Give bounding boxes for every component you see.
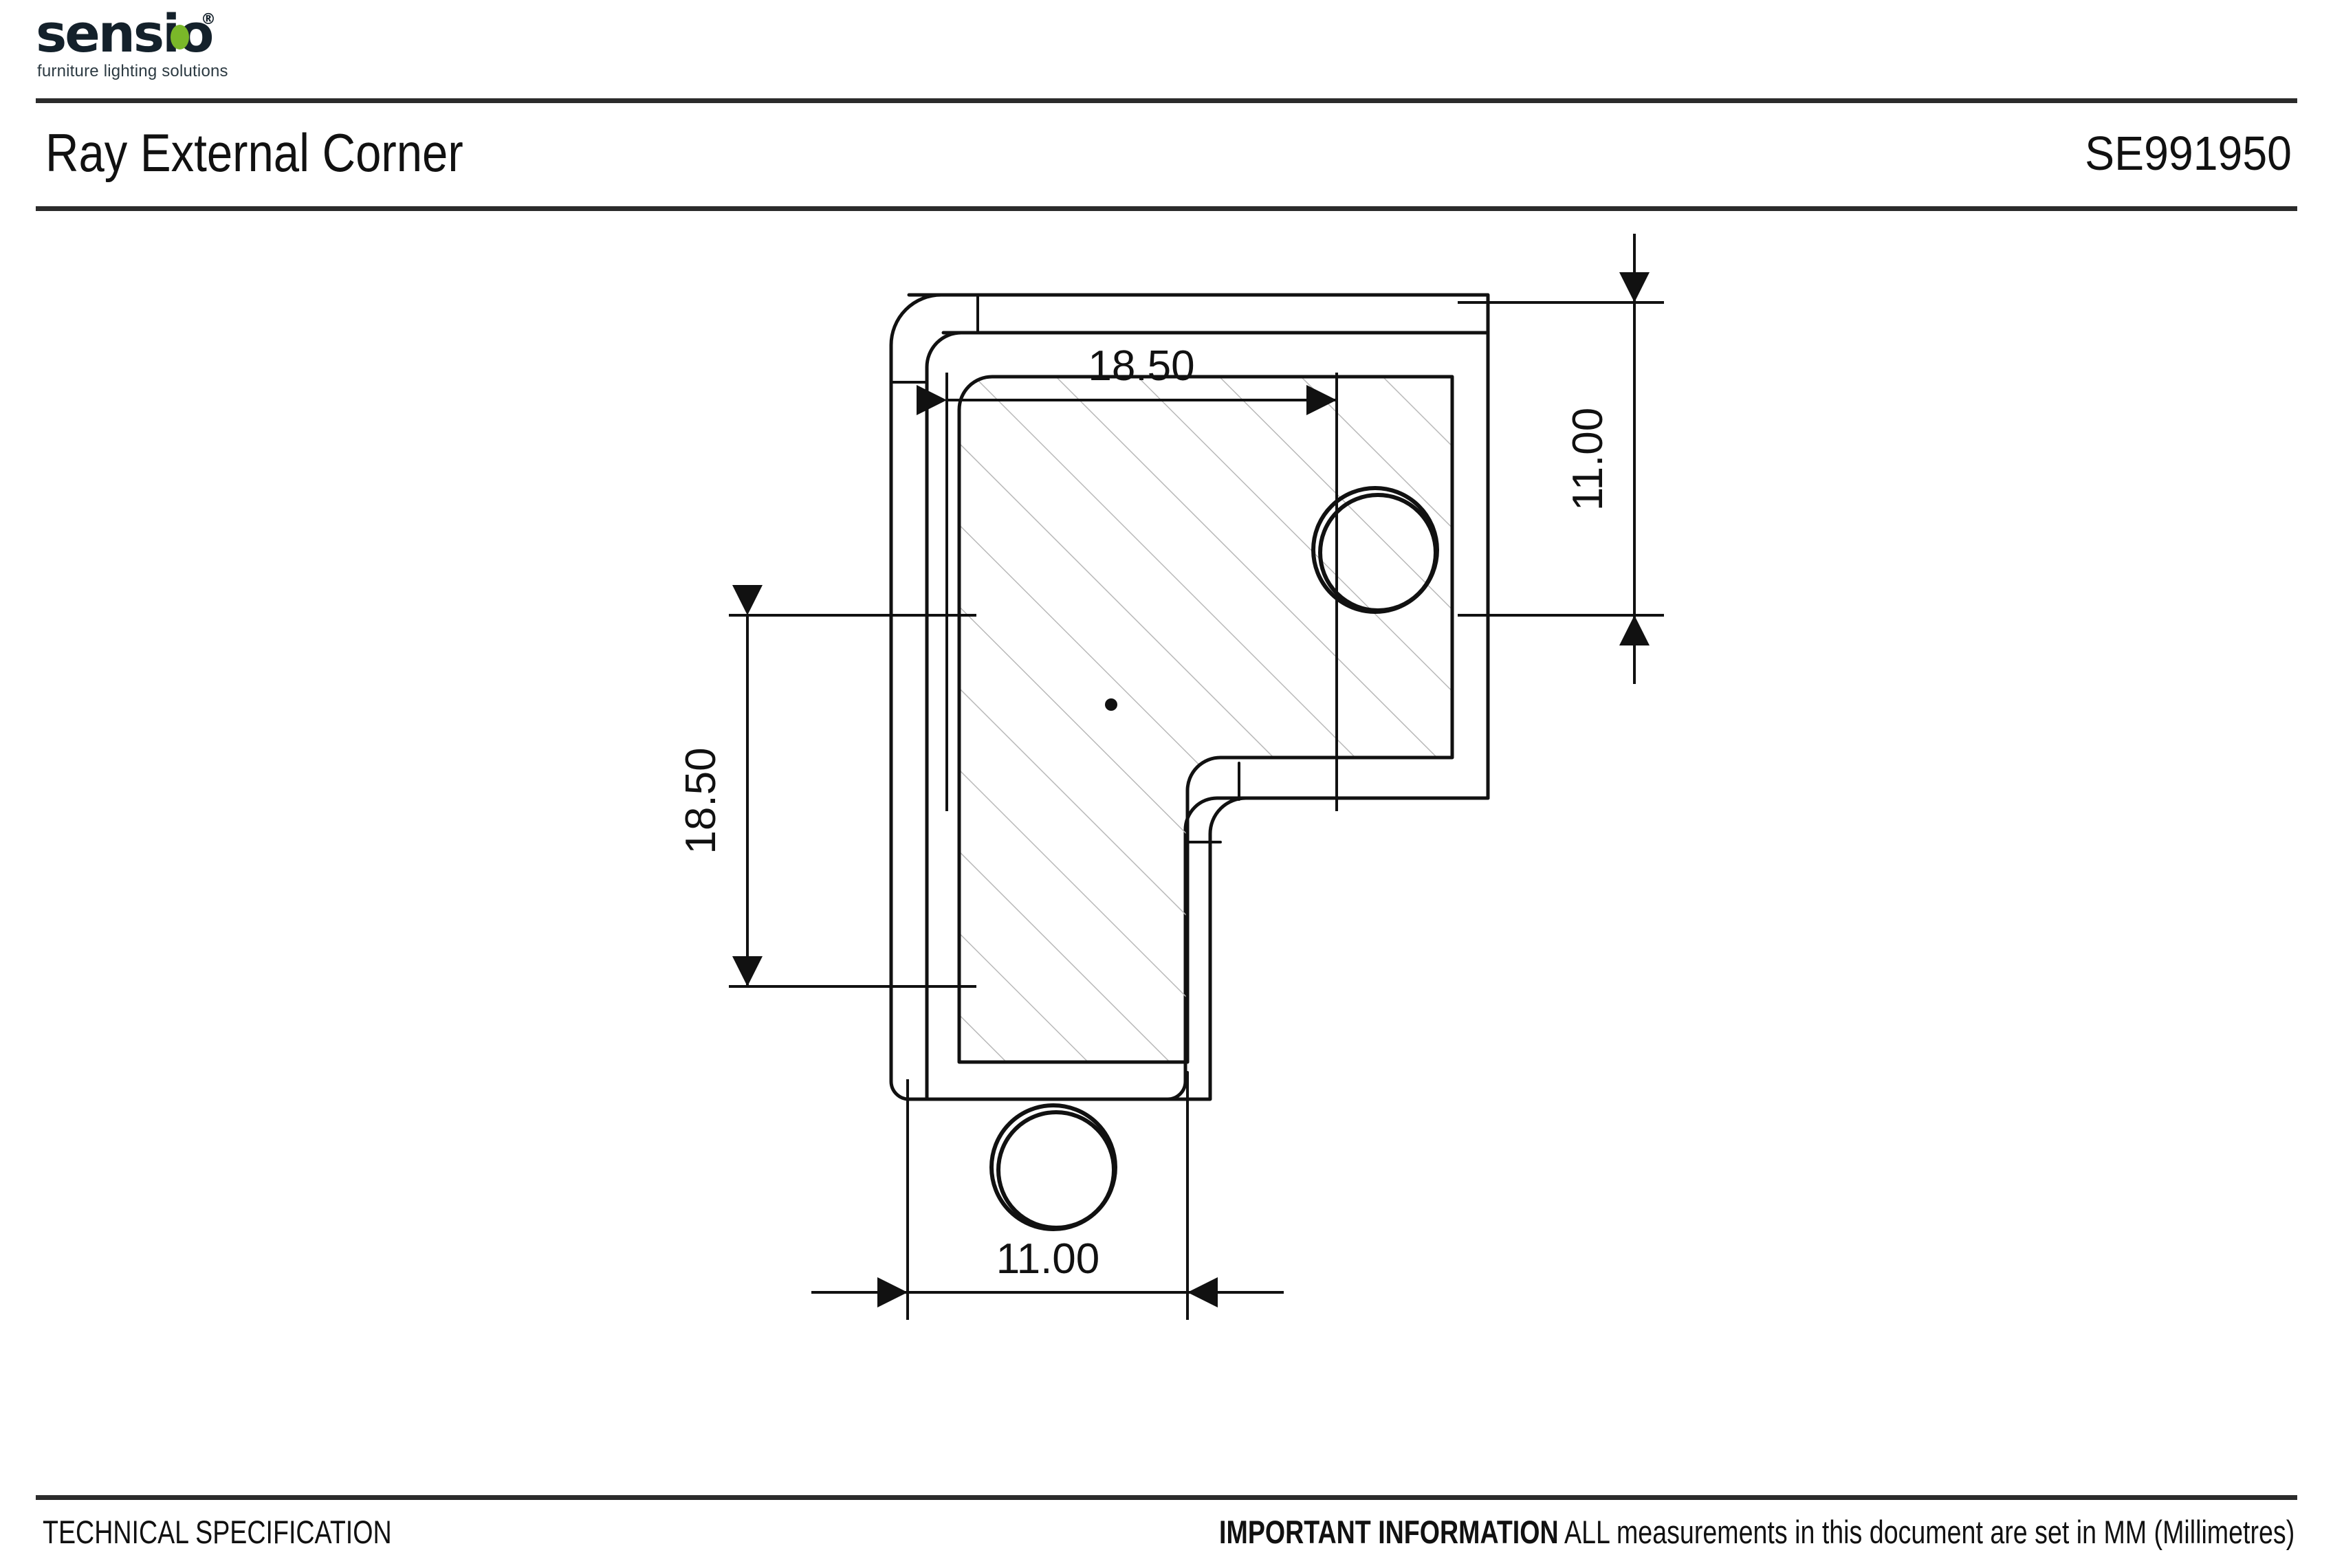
header-rule-top — [36, 98, 2297, 103]
footer-important-note: IMPORTANT INFORMATION ALL measurements i… — [1219, 1513, 2294, 1551]
dimension-label-left: 18.50 — [677, 747, 725, 854]
dimension-right-height — [1458, 234, 1664, 684]
section-region — [959, 377, 1452, 1062]
product-code: SE991950 — [2085, 126, 2292, 180]
registered-trademark-icon: ® — [201, 11, 216, 28]
footer: TECHNICAL SPECIFICATION IMPORTANT INFORM… — [36, 1509, 2297, 1557]
section-region-outline — [957, 375, 1454, 1064]
brand-tagline: furniture lighting solutions — [37, 62, 228, 80]
bore-holes-group — [989, 486, 1439, 1231]
wall-profile — [925, 331, 1490, 1101]
dimension-left-height — [729, 585, 976, 988]
dimension-label-right: 11.00 — [1564, 408, 1612, 511]
hole-lower-left — [989, 1103, 1117, 1231]
footer-important-text: ALL measurements in this document are se… — [1558, 1514, 2294, 1550]
hole-upper-right — [1311, 486, 1439, 614]
centre-mark-icon — [1105, 698, 1117, 711]
dimension-label-top: 18.50 — [1088, 342, 1194, 390]
brand-green-dot-icon — [171, 25, 189, 49]
brand-logo: sensio ® furniture lighting solutions — [36, 7, 263, 82]
dimension-label-bottom: 11.00 — [996, 1235, 1100, 1283]
footer-important-label: IMPORTANT INFORMATION — [1218, 1514, 1559, 1550]
technical-drawing: 18.50 18.50 11.00 — [0, 220, 2333, 1485]
part-outline-group — [889, 293, 1490, 1101]
title-row: Ray External Corner SE991950 — [36, 107, 2297, 203]
header-rule-bottom — [36, 206, 2297, 211]
drawing-canvas: 18.50 18.50 11.00 — [677, 234, 1664, 1320]
dimension-bottom-width — [811, 1079, 1284, 1320]
footer-left-label: TECHNICAL SPECIFICATION — [43, 1514, 392, 1550]
dimension-top-width — [917, 373, 1338, 811]
footer-rule — [36, 1495, 2297, 1500]
page-title: Ray External Corner — [45, 122, 463, 183]
